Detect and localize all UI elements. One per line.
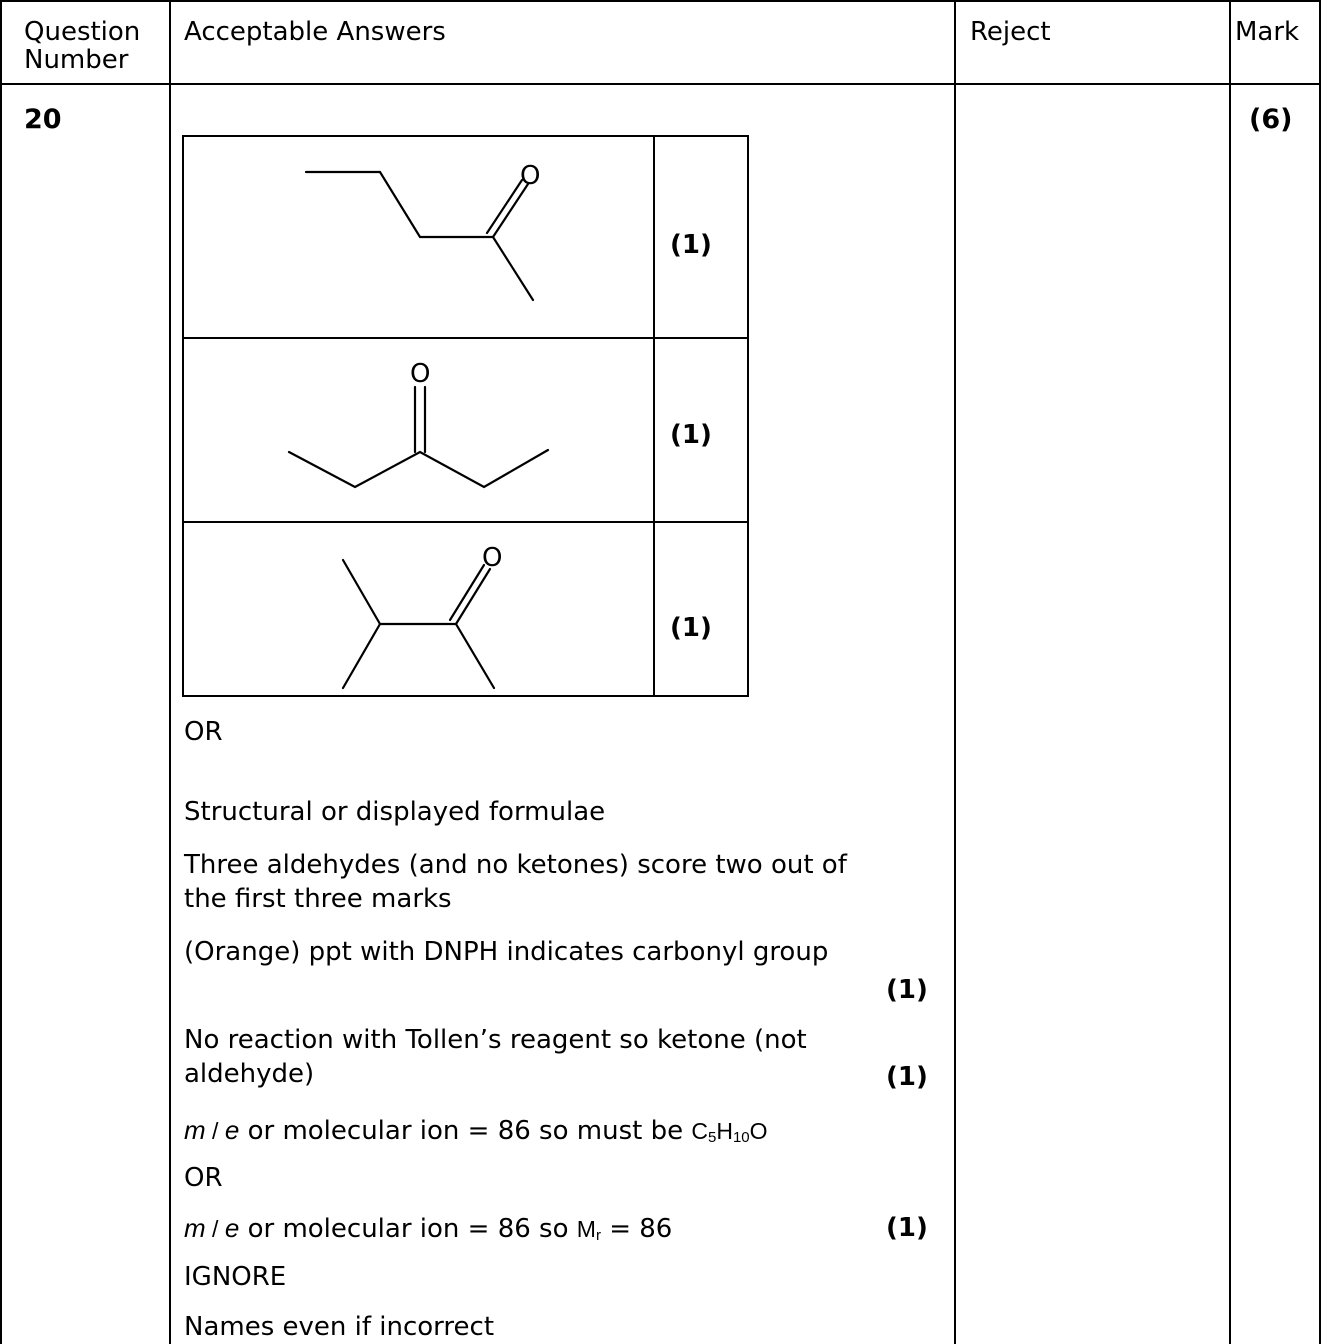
structure-3-mark: (1) [670, 613, 712, 643]
dnph-text: (Orange) ppt with DNPH indicates carbony… [184, 937, 829, 967]
aldehydes-text-line-2: the first three marks [184, 884, 452, 914]
tollens-text-line-2: aldehyde) [184, 1059, 315, 1089]
methylbutanone-structure [341, 558, 496, 690]
structural-formulae-text: Structural or displayed formulae [184, 797, 606, 827]
header-reject: Reject [970, 17, 1051, 47]
or-text-2: OR [184, 1163, 223, 1193]
table-border-right [1319, 0, 1321, 1344]
header-mark: Mark [1235, 17, 1300, 47]
tollens-mark: (1) [886, 1062, 928, 1092]
table-border-left [0, 0, 2, 1344]
oxygen-label-1: O [520, 161, 540, 191]
header-acceptable-answers: Acceptable Answers [184, 17, 446, 47]
header-number-label: Number [24, 45, 129, 75]
table-header-divider [0, 83, 1321, 85]
table-border-top [0, 0, 1321, 2]
column-divider-2 [954, 0, 956, 1344]
structure-2-mark: (1) [670, 420, 712, 450]
total-mark: (6) [1249, 104, 1293, 135]
names-text: Names even if incorrect [184, 1312, 495, 1342]
header-question-label: Question [24, 17, 141, 47]
ignore-text: IGNORE [184, 1262, 287, 1292]
or-text-1: OR [184, 717, 223, 747]
structures-table: O O O [182, 135, 749, 697]
aldehydes-text-line-1: Three aldehydes (and no ketones) score t… [184, 850, 847, 880]
column-divider-1 [169, 0, 171, 1344]
molecular-formula: C5H10O [691, 1118, 768, 1146]
molecular-ion-mr-line: m / e or molecular ion = 86 so Mr = 86 [184, 1213, 673, 1244]
dnph-mark: (1) [886, 975, 928, 1005]
relative-molecular-mass: Mr [576, 1216, 601, 1244]
header-question-number: Question Number [24, 18, 140, 74]
tollens-text-line-1: No reaction with Tollen’s reagent so ket… [184, 1025, 807, 1055]
molecular-ion-formula-line: m / e or molecular ion = 86 so must be C… [184, 1115, 768, 1146]
pentan-2-one-structure [304, 170, 535, 302]
question-number: 20 [24, 104, 62, 135]
structure-1-mark: (1) [670, 230, 712, 260]
oxygen-label-3: O [482, 543, 502, 573]
molecular-ion-mark: (1) [886, 1213, 928, 1243]
column-divider-3 [1229, 0, 1231, 1344]
pentan-3-one-structure [287, 385, 550, 489]
oxygen-label-2: O [410, 359, 430, 389]
